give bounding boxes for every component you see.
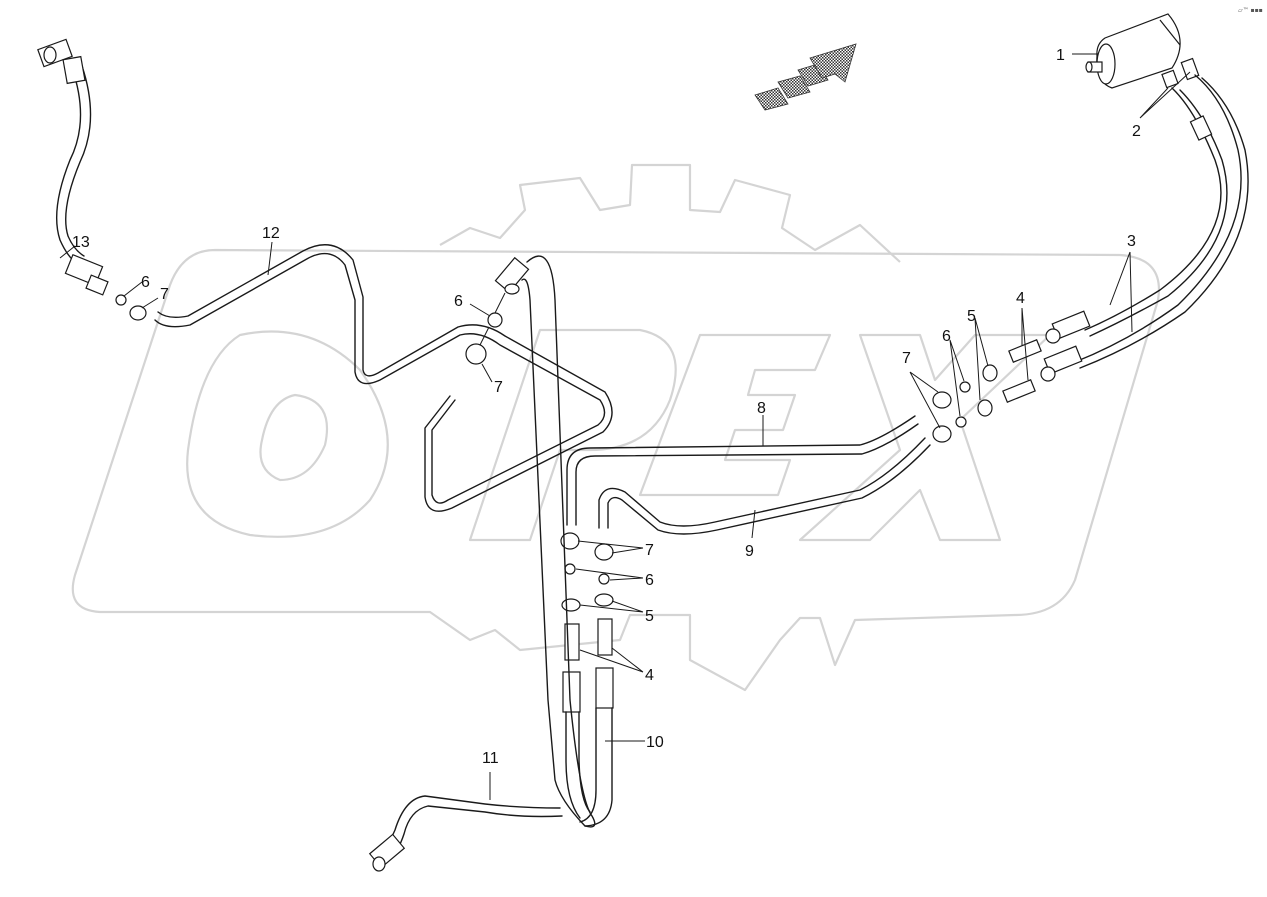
part-6-rings-right	[955, 381, 971, 428]
part-6-ring-lower-right	[598, 573, 610, 585]
watermark-letter-o	[186, 330, 389, 538]
callout-8: 8	[757, 400, 766, 417]
part-5-washers-right	[977, 364, 998, 417]
callout-7-lower: 7	[645, 542, 654, 559]
leader-lines	[59, 53, 1191, 800]
callout-5-right: 5	[967, 308, 976, 325]
callout-12: 12	[262, 225, 280, 242]
callout-7-right: 7	[902, 350, 911, 367]
part-6-ring-lower-left	[564, 563, 576, 575]
watermark-badge	[71, 248, 1161, 692]
watermark-letter-p	[468, 328, 677, 542]
callout-10: 10	[646, 734, 664, 751]
part-12-tube	[154, 244, 613, 512]
callout-9: 9	[745, 543, 754, 560]
part-5-washer-lower-left	[561, 598, 581, 612]
part-4-adapter-lower-right	[597, 618, 613, 656]
callout-labels: 1 2 3 4 5 6 7 8 9 7 6 5 4 10 11 12 13 6 …	[72, 47, 1141, 767]
part-7-nut-left	[129, 305, 147, 321]
direction-arrow-icon	[754, 43, 857, 111]
watermark	[71, 163, 1161, 692]
part-7-nut-lower-right	[594, 543, 614, 561]
callout-13: 13	[72, 234, 90, 251]
callout-6-lower: 6	[645, 572, 654, 589]
callout-6-right: 6	[942, 328, 951, 345]
watermark-letter-x	[798, 333, 1052, 542]
callout-11: 11	[482, 750, 499, 767]
part-11-hose	[368, 255, 596, 872]
part-4-adapters-right	[1002, 339, 1042, 403]
part-8-tube	[566, 415, 919, 526]
part-2-motor-fittings	[1161, 57, 1200, 89]
corner-mark: ▱™ ▪▪▪	[1238, 7, 1263, 14]
part-13-hose	[37, 38, 147, 321]
part-6-ring-left	[115, 294, 127, 306]
callout-2: 2	[1132, 123, 1141, 140]
hose-end-lower-right	[595, 667, 614, 709]
watermark-letter-o-inner	[259, 393, 329, 482]
part-10-hose	[565, 707, 613, 827]
part-5-washer-lower-right	[594, 593, 614, 607]
callout-7-left: 7	[160, 286, 169, 303]
part-7-nut-upper-mid	[465, 343, 487, 365]
callout-5-lower: 5	[645, 608, 654, 625]
lower-fittings-stack	[560, 532, 614, 713]
callout-4-right: 4	[1016, 290, 1025, 307]
callout-4-lower: 4	[645, 667, 654, 684]
watermark-gear	[439, 163, 901, 263]
upper-mid-fittings	[465, 292, 506, 365]
callout-6-left: 6	[141, 274, 150, 291]
hose-end-lower-left	[562, 671, 581, 713]
part-9-tube	[598, 437, 931, 535]
callout-7-mid: 7	[494, 379, 503, 396]
callout-3: 3	[1127, 233, 1136, 250]
part-7-nuts-right	[932, 391, 952, 443]
callout-1: 1	[1056, 47, 1065, 64]
part-1-motor	[1085, 13, 1181, 89]
callout-6-mid: 6	[454, 293, 463, 310]
part-6-ring-upper-mid	[487, 312, 503, 328]
part-3-hoses	[1040, 74, 1249, 382]
watermark-letter-e	[638, 333, 832, 497]
